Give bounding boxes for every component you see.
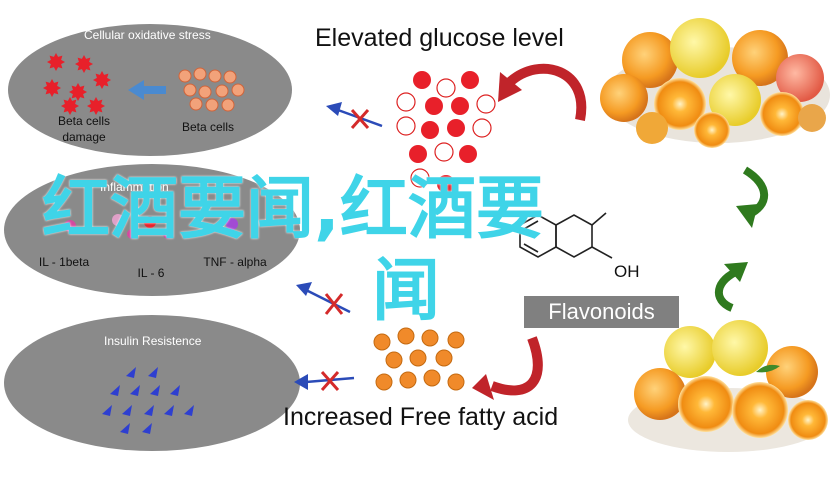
beta-cells <box>178 67 245 112</box>
damaged-cell <box>87 97 105 115</box>
overlay-text-line-2: 闻 <box>372 252 441 331</box>
receptor-triangle <box>110 385 120 396</box>
receptor-triangle <box>122 405 132 416</box>
curved-arrow-top <box>498 63 587 121</box>
inhibit-arrow-2 <box>296 282 351 315</box>
tnf-alpha-label: TNF - alpha <box>203 255 267 269</box>
inhibit-arrow-1 <box>326 102 383 129</box>
oh-label: OH <box>614 262 640 281</box>
receptor-triangle <box>126 367 136 378</box>
insulin-receptor-triangles <box>102 367 194 434</box>
receptor-triangle <box>102 405 112 416</box>
damaged-cell <box>61 97 79 115</box>
insulin-resistance-ellipse <box>4 315 300 451</box>
green-arrow-top <box>736 166 769 228</box>
damaged-cell <box>43 79 61 97</box>
ellipse-1-title: Cellular oxidative stress <box>84 28 211 42</box>
overlay-text-line-1: 红酒要闻,红酒要 <box>42 170 544 249</box>
citrus-fruits-top <box>600 18 830 148</box>
beta-cells-label: Beta cells <box>181 120 235 134</box>
receptor-triangle <box>150 385 160 396</box>
beta-cell-arrow <box>128 80 166 100</box>
fatty-acid-dots <box>373 327 465 391</box>
il6-label: IL - 6 <box>137 266 165 280</box>
cytokine-markers <box>64 214 238 239</box>
receptor-triangle <box>142 423 152 434</box>
damaged-cell <box>69 83 87 101</box>
inhibit-arrow-3 <box>294 371 355 391</box>
title-top: Elevated glucose level <box>315 24 564 52</box>
ellipse-2-title: Inflammation <box>100 180 169 194</box>
inflammation-ellipse <box>4 164 300 296</box>
glucose-dots <box>396 71 496 193</box>
receptor-triangle <box>144 405 154 416</box>
il1beta-label: IL - 1beta <box>38 255 90 269</box>
ellipse-3-title: Insulin Resistence <box>104 334 202 348</box>
curved-arrow-bottom <box>472 336 543 400</box>
flavonoid-structure <box>519 212 613 259</box>
damaged-cell <box>47 53 65 71</box>
damaged-cell <box>93 71 111 89</box>
receptor-triangle <box>130 385 140 396</box>
receptor-triangle <box>170 385 180 396</box>
damaged-beta-cells <box>43 53 111 115</box>
green-arrow-bottom <box>714 262 748 312</box>
receptor-triangle <box>148 367 158 378</box>
flavonoids-label: Flavonoids <box>524 296 679 328</box>
receptor-triangle <box>184 405 194 416</box>
title-bottom: Increased Free fatty acid <box>283 403 559 431</box>
citrus-fruits-bottom <box>628 320 828 452</box>
receptor-triangle <box>120 423 130 434</box>
receptor-triangle <box>164 405 174 416</box>
damaged-cell <box>75 55 93 73</box>
